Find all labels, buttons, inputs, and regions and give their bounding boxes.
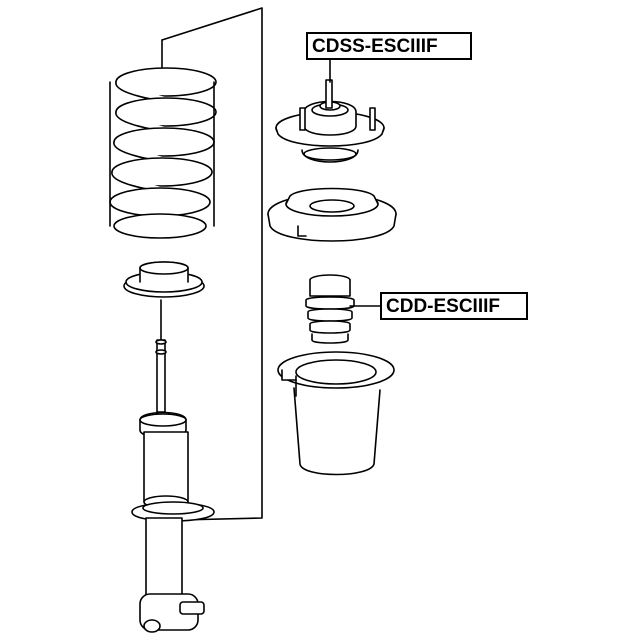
bump-stop — [305, 274, 355, 344]
strut-mount — [275, 79, 385, 163]
part-label-upper-mount: CDSS-ESCIIIF — [306, 32, 472, 60]
leader-lines — [329, 59, 381, 307]
dust-boot — [277, 351, 395, 476]
coil-spring — [109, 67, 217, 239]
part-label-bump-stop: CDD-ESCIIIF — [380, 292, 528, 320]
spring-seat — [123, 261, 205, 298]
shock-absorber — [131, 299, 215, 633]
mount-bearing — [267, 187, 397, 242]
